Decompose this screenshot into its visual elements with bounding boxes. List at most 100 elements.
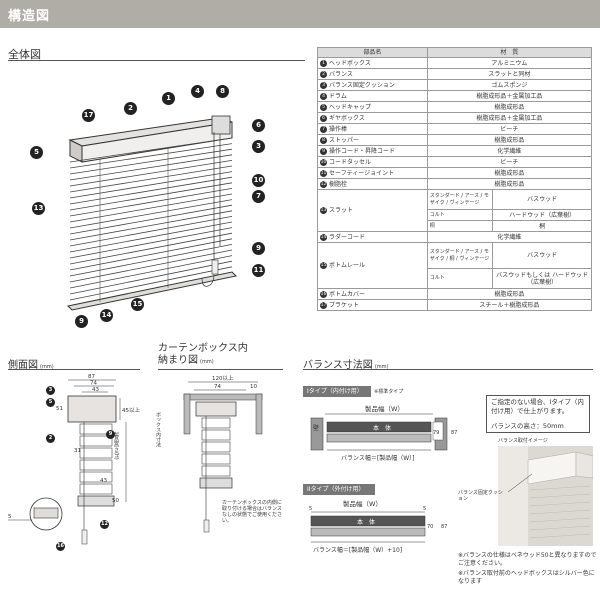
balance-footnote-2: ※バランス取付前のヘッドボックスはシルバー色になります [458,570,595,585]
header-banner: 構造図 [0,0,600,28]
part-material: 樹脂成形品 [426,288,593,300]
slat-line [69,148,233,175]
slat-line [69,176,233,205]
part-material: 樹脂成形品＋金属加工品 [426,112,593,124]
slat-line [69,182,233,211]
part-material: ビーチ [426,123,593,135]
type-i-body: 本 体 [373,424,391,432]
slat-line [69,249,233,283]
side-callout-3: 3 [46,386,55,395]
callout-7: 7 [252,190,265,203]
balance-install-photo [498,446,593,546]
type-ii-balance-width: バランス幅＝[製品幅（W）+10] [313,546,402,554]
default-note-box: ご指定のない場合、Iタイプ（内付け用）で仕上がります。 バランスの高さ：50mm [486,395,590,433]
curtain-note: カーテンボックスの内側に取り付ける場合はバランスなしの状態でご使用ください。 [222,500,283,524]
part-material: ゴムスポンジ [426,79,593,91]
default-note-text: ご指定のない場合、Iタイプ（内付け用）で仕上がります。 [491,398,584,415]
side-dim-43: 43 [92,387,99,393]
slat-sub2: コルト [426,209,494,221]
slat-mat1: バスウッド [492,189,592,210]
bottom-mat2: バスウッドもしくは ハードウッド（広葉樹） [492,268,592,289]
slat-line [69,255,233,289]
slat-line [69,221,233,253]
slat-mat3: 桐 [492,220,592,232]
type-i-tag: Iタイプ（内付け用） [303,386,371,397]
page-title: 構造図 [8,9,51,24]
slat-line [69,266,233,301]
balance-footnote-1: ※バランスの仕様はベネウッド50と異なりますのでご注意ください。 [458,552,597,567]
type-i-dim-79: 79 [433,430,439,436]
overall-title: 全体図 [8,48,41,61]
slat-sub3: 桐 [426,220,494,232]
side-callout-5: 5 [46,398,55,407]
slat-line [69,204,233,235]
type-ii-dim-87: 87 [441,524,447,530]
side-dim-50: 50 [112,498,119,504]
type-i-wall-left: 壁 [313,424,319,432]
part-material: スラットと同材 [426,68,593,80]
curtain-depth-label: ボックス内寸法 [155,411,161,448]
callout-15: 15 [131,298,144,311]
slat-line [69,193,233,223]
callout-2: 2 [124,102,137,115]
part-material: アルミニウム [426,57,593,69]
photo-title: バランス取付イメージ [498,438,548,444]
balance-height-text: バランスの高さ：50mm [491,422,564,430]
callout-14: 14 [100,309,113,322]
type-ii-body: 本 体 [357,518,375,526]
part-material: スチール＋樹脂成形品 [426,299,593,311]
type-i-product-w: 製品幅（W） [365,404,404,413]
balance-rule [303,369,593,370]
balance-title: バランス寸法図(mm) [303,360,389,371]
side-view-rule [8,369,140,370]
parts-header-material: 材 質 [426,47,593,58]
callout-13: 13 [32,202,45,215]
curtain-dim-120: 120以上 [212,374,234,382]
callout-11: 11 [252,264,265,277]
type-ii-tag: IIタイプ（外付け用） [303,484,375,495]
side-callout-2: 2 [46,434,55,443]
callout-9b: 9 [75,315,88,328]
bottom-mat1: バスウッド [492,242,592,269]
slat-line [69,216,233,247]
side-dim-74: 74 [90,381,97,387]
curtain-box-drawing: 120以上 74 10 ボックス内寸法 [155,374,263,533]
slat-line [69,232,233,265]
callout-6: 6 [252,119,265,132]
side-callout-16: 16 [56,542,65,551]
slat-line [69,160,233,187]
callout-3: 3 [252,140,265,153]
curtain-title: カーテンボックス内 納まり図(mm) [158,343,248,368]
slat-line [69,260,233,295]
side-dim-87: 87 [88,374,95,380]
type-ii-dim-5a: 5 [309,506,312,512]
slat-line [69,143,233,169]
callout-4: 4 [191,85,204,98]
slat-line [69,171,233,199]
side-dim-43b: 43 [100,478,107,484]
callout-17: 17 [82,109,95,122]
